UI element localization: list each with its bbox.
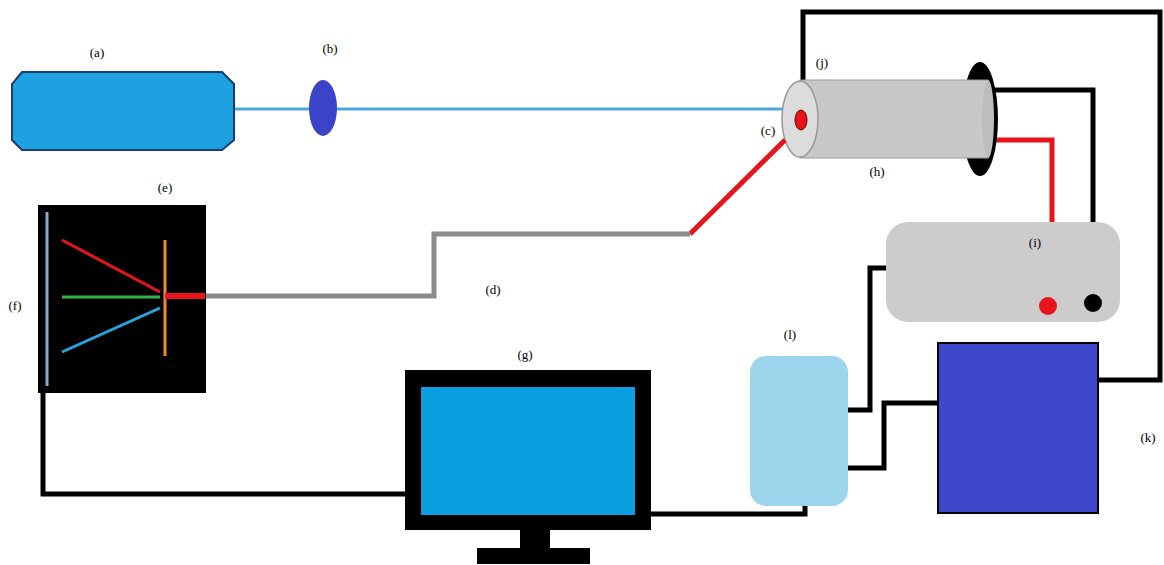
fibre — [205, 234, 690, 296]
callout-letter: (l) — [784, 328, 796, 341]
callout-letter: (e) — [158, 181, 172, 194]
ray — [62, 296, 160, 299]
laser — [12, 72, 234, 150]
interface — [750, 356, 848, 506]
entrance — [165, 293, 205, 299]
wire — [43, 393, 408, 494]
wire — [803, 12, 1160, 380]
callout-letter: (b) — [322, 42, 337, 55]
tube-window — [782, 81, 818, 157]
monitor-stand — [520, 530, 550, 550]
screen — [421, 387, 635, 515]
tube-end — [982, 80, 994, 158]
callout-letter: (a) — [90, 46, 104, 59]
callout-letter: (j) — [816, 56, 828, 69]
sample-spot — [795, 110, 807, 130]
detector — [46, 212, 49, 386]
callout-letter: (i) — [1029, 236, 1041, 249]
lens — [309, 80, 337, 136]
wire — [651, 505, 805, 514]
terminal — [1039, 297, 1057, 315]
monitor — [405, 370, 651, 530]
callout-letter: (f) — [9, 299, 22, 312]
callout-letter: (k) — [1140, 431, 1155, 444]
callout-letter: (g) — [517, 348, 532, 361]
tube — [800, 80, 988, 158]
ray — [62, 308, 160, 352]
fibre — [690, 140, 785, 234]
spectrometer — [38, 205, 206, 393]
controller — [938, 343, 1098, 513]
ray — [62, 240, 160, 292]
monitor-base — [477, 548, 590, 564]
wire — [845, 403, 940, 468]
callout-letter: (h) — [869, 165, 884, 178]
terminal — [1084, 294, 1102, 312]
callout-letter: (c) — [761, 124, 775, 137]
callout-letter: (d) — [485, 283, 500, 296]
power-supply — [886, 222, 1120, 322]
